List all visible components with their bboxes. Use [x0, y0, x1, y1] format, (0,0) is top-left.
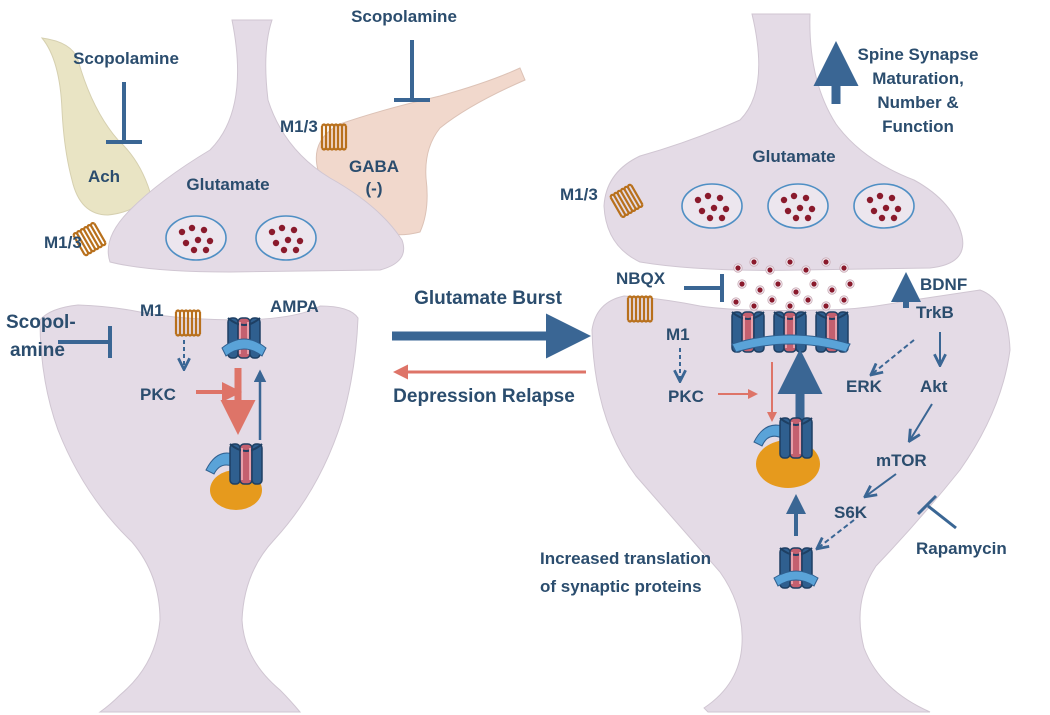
- right-vesicle-3: [853, 183, 915, 229]
- label-translation-2: of synaptic proteins: [540, 577, 702, 596]
- mtor-to-s6k-arrow: [866, 473, 897, 496]
- right-vesicle-2: [767, 183, 829, 229]
- label-scopolamine-side-2: amine: [10, 340, 65, 361]
- right-ampa-scaffold: [731, 334, 851, 353]
- label-rapamycin: Rapamycin: [916, 539, 1007, 558]
- left-ampa-scaffold: [221, 338, 267, 357]
- label-spine-1: Spine Synapse: [858, 45, 979, 64]
- m1-receptor-right: [626, 295, 654, 323]
- label-scopolamine-top-right: Scopolamine: [351, 7, 457, 26]
- label-m1-left: M1: [140, 301, 164, 320]
- right-postsynaptic-spine: [591, 289, 1011, 713]
- scopolamine-inhibit-gaba: [394, 40, 430, 102]
- left-vesicle-2: [255, 215, 317, 261]
- label-m13-ach: M1/3: [44, 233, 82, 252]
- akt-to-mtor-arrow: [910, 403, 933, 440]
- label-glutamate-left: Glutamate: [186, 175, 269, 194]
- right-vesicle-1: [681, 183, 743, 229]
- label-nbqx: NBQX: [616, 269, 666, 288]
- label-m13-gaba: M1/3: [280, 117, 318, 136]
- label-glutamate-right: Glutamate: [752, 147, 835, 166]
- m13-receptor-gaba: [320, 123, 348, 151]
- label-glutamate-burst: Glutamate Burst: [414, 288, 562, 309]
- label-mtor: mTOR: [876, 451, 927, 470]
- label-translation-1: Increased translation: [540, 549, 711, 568]
- label-bdnf: BDNF: [920, 275, 967, 294]
- label-scopolamine-side-1: Scopol-: [6, 312, 76, 333]
- trkb-to-erk-arrow: [872, 339, 915, 374]
- left-ampa-internal: [229, 443, 263, 485]
- left-postsynaptic-spine: [39, 304, 359, 713]
- left-vesicle-1: [165, 215, 227, 261]
- rapamycin-inhibit: [916, 494, 957, 530]
- label-m13-right: M1/3: [560, 185, 598, 204]
- label-gaba-sign: (-): [366, 179, 383, 198]
- label-spine-3: Number &: [877, 93, 958, 112]
- label-trkb: TrkB: [916, 303, 954, 322]
- label-s6k: S6K: [834, 503, 868, 522]
- label-gaba: GABA: [349, 157, 399, 176]
- label-ach: Ach: [88, 167, 120, 186]
- label-m1-right: M1: [666, 325, 690, 344]
- label-akt: Akt: [920, 377, 948, 396]
- label-ampa: AMPA: [270, 297, 319, 316]
- label-pkc-right: PKC: [668, 387, 704, 406]
- left-glutamate-terminal: [107, 19, 405, 273]
- label-depression-relapse: Depression Relapse: [393, 386, 575, 407]
- scopolamine-inhibit-ach: [106, 82, 142, 144]
- right-ampa-internal: [779, 417, 813, 459]
- m1-receptor-left: [174, 309, 202, 337]
- label-pkc-left: PKC: [140, 385, 176, 404]
- label-scopolamine-top-left: Scopolamine: [73, 49, 179, 68]
- label-spine-2: Maturation,: [872, 69, 964, 88]
- label-spine-4: Function: [882, 117, 954, 136]
- scopolamine-inhibit-m1: [58, 326, 112, 358]
- nbqx-inhibit: [684, 274, 724, 302]
- right-ampa-2: [773, 311, 807, 353]
- label-erk: ERK: [846, 377, 883, 396]
